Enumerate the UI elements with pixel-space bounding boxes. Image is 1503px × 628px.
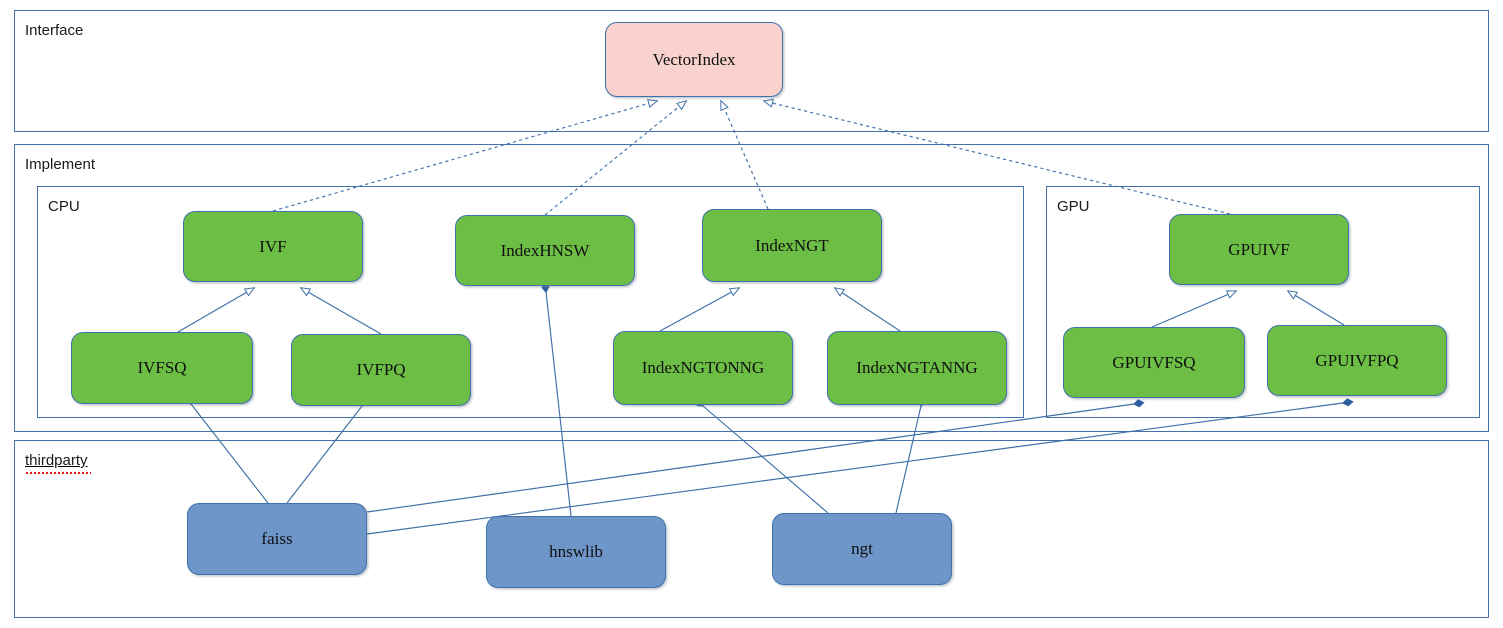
container-label-implement: Implement (25, 156, 96, 173)
node-indexngtonng[interactable]: IndexNGTONNG (613, 331, 793, 405)
node-indexhnsw[interactable]: IndexHNSW (455, 215, 635, 286)
container-label-interface: Interface (25, 22, 84, 39)
node-gpuivf[interactable]: GPUIVF (1169, 214, 1349, 285)
node-indexngtanng[interactable]: IndexNGTANNG (827, 331, 1007, 405)
container-label-thirdparty: thirdparty (25, 452, 88, 469)
container-label-gpu: GPU (1057, 198, 1090, 215)
node-faiss[interactable]: faiss (187, 503, 367, 575)
node-vectorindex[interactable]: VectorIndex (605, 22, 783, 97)
node-ngt[interactable]: ngt (772, 513, 952, 585)
node-hnswlib[interactable]: hnswlib (486, 516, 666, 588)
node-indexngt[interactable]: IndexNGT (702, 209, 882, 282)
node-gpuivfsq[interactable]: GPUIVFSQ (1063, 327, 1245, 398)
node-ivfpq[interactable]: IVFPQ (291, 334, 471, 406)
spellcheck-squiggle-thirdparty (25, 470, 91, 474)
node-ivf[interactable]: IVF (183, 211, 363, 282)
container-label-cpu: CPU (48, 198, 80, 215)
node-gpuivfpq[interactable]: GPUIVFPQ (1267, 325, 1447, 396)
node-ivfsq[interactable]: IVFSQ (71, 332, 253, 404)
